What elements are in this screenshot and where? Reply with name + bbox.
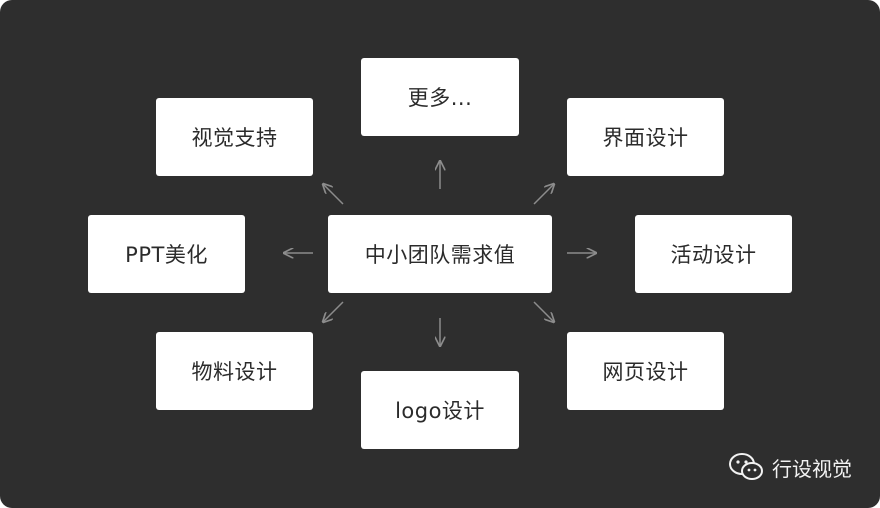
node-material-design: 物料设计 [156, 332, 313, 410]
node-visual-support-label: 视觉支持 [191, 126, 278, 150]
node-material-design-label: 物料设计 [191, 360, 278, 384]
wechat-icon [729, 453, 763, 480]
watermark-account-name: 行设视觉 [772, 456, 852, 481]
node-interface-design-label: 界面设计 [602, 126, 689, 150]
arrow-up-left [323, 184, 344, 205]
node-activity-design: 活动设计 [635, 215, 792, 293]
node-web-design-label: 网页设计 [602, 360, 689, 384]
node-logo-design: logo设计 [361, 371, 519, 449]
node-center: 中小团队需求值 [328, 215, 552, 293]
node-more: 更多... [361, 58, 519, 136]
watermark: 行设视觉 [728, 452, 852, 482]
node-ppt-beautify: PPT美化 [88, 215, 245, 293]
node-more-label: 更多... [407, 86, 473, 110]
node-interface-design: 界面设计 [567, 98, 724, 176]
node-center-label: 中小团队需求值 [364, 243, 516, 267]
arrow-down-right [533, 301, 554, 322]
arrow-down-left [323, 301, 344, 322]
arrow-up-right [533, 184, 554, 205]
node-ppt-beautify-label: PPT美化 [125, 243, 208, 267]
node-visual-support: 视觉支持 [156, 98, 313, 176]
node-logo-design-label: logo设计 [395, 399, 485, 423]
node-web-design: 网页设计 [567, 332, 724, 410]
node-activity-design-label: 活动设计 [670, 243, 757, 267]
